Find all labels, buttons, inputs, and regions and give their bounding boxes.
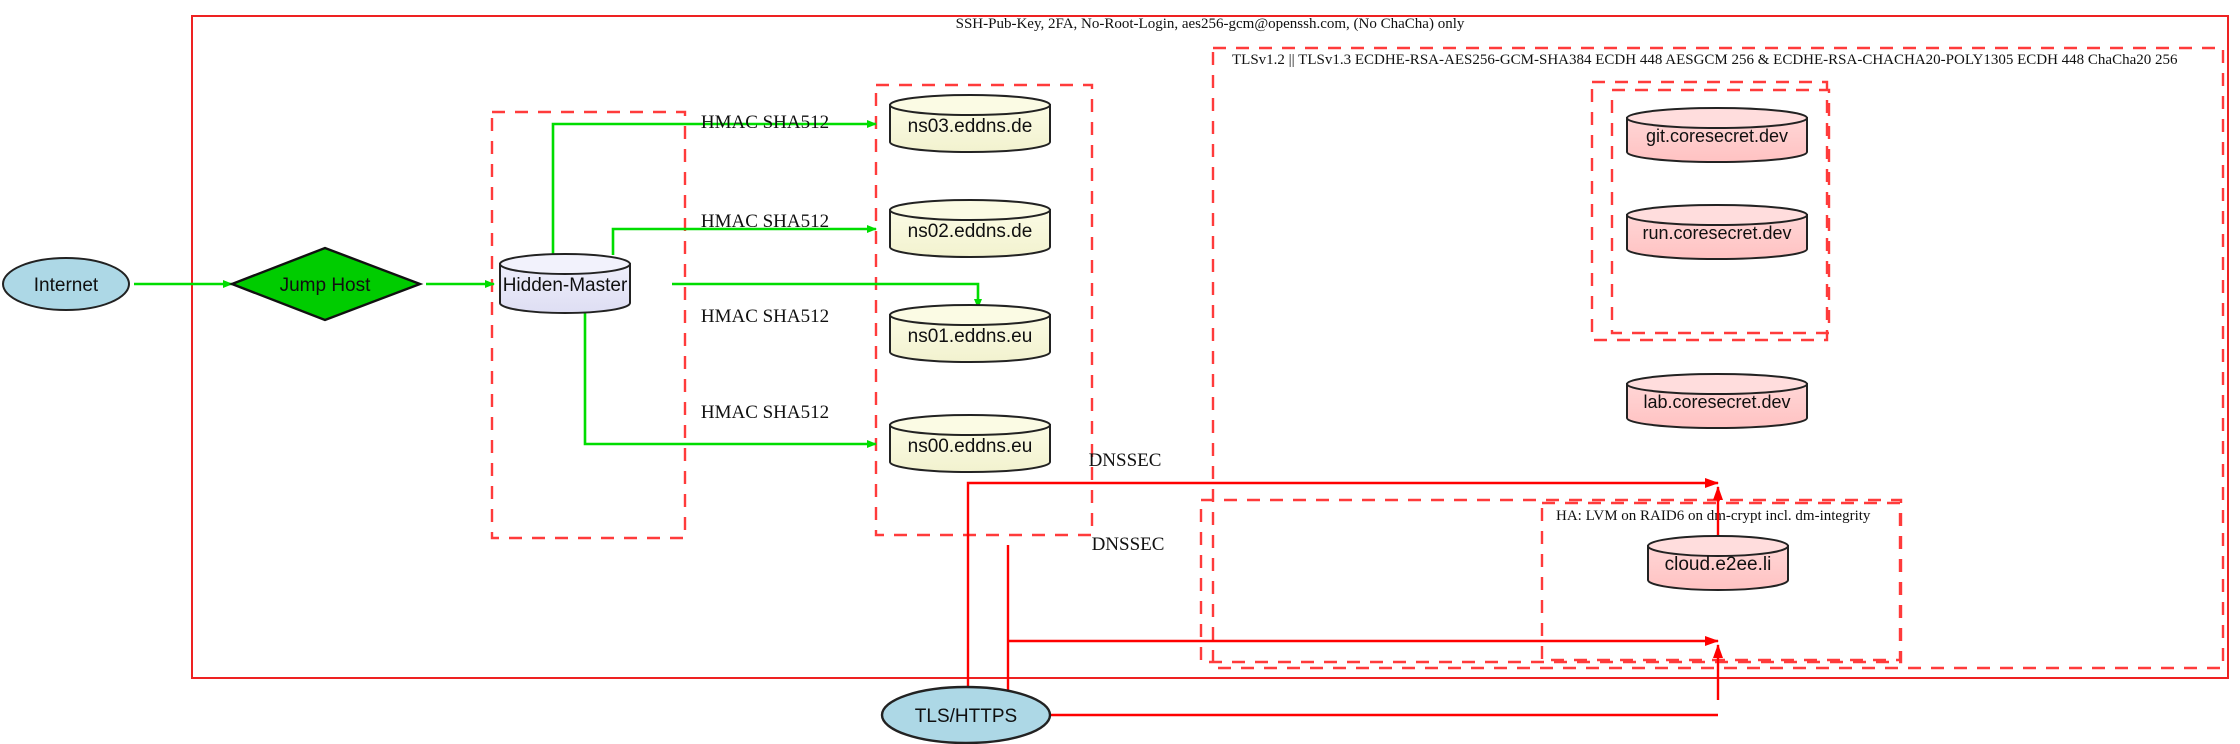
cluster-hidden-master: [874, 83, 1094, 537]
edge-label-hmac-ns02: HMAC SHA512: [701, 211, 829, 232]
node-lab-coresecret[interactable]: lab.coresecret.dev: [1626, 373, 1808, 429]
node-ns02[interactable]: ns02.eddns.de: [889, 199, 1051, 258]
cluster-tls-policy: TLSv1.2 || TLSv1.3 ECDHE-RSA-AES256-GCM-…: [1211, 46, 2225, 670]
edge-dnssec-lower: DNSSEC: [1006, 534, 1165, 713]
cluster-ha-storage: HA: LVM on RAID6 on dm-crypt incl. dm-in…: [1540, 501, 1902, 662]
node-internet-label: Internet: [34, 275, 99, 296]
edge-label-hmac-ns03: HMAC SHA512: [701, 112, 829, 133]
edge-hiddenmaster-to-ns01: HMAC SHA512: [672, 282, 982, 327]
cluster-dns-primary: [490, 110, 687, 540]
edge-label-dnssec-upper: DNSSEC: [1089, 450, 1162, 471]
cluster-ssh-label: SSH-Pub-Key, 2FA, No-Root-Login, aes256-…: [956, 16, 1465, 32]
edge-hiddenmaster-to-ns02: HMAC SHA512: [611, 211, 877, 255]
node-jump-host[interactable]: Jump Host: [228, 246, 424, 322]
edge-label-dnssec-lower: DNSSEC: [1092, 534, 1165, 555]
edge-hiddenmaster-to-ns03: HMAC SHA512: [551, 112, 877, 255]
cluster-ha-storage-label: HA: LVM on RAID6 on dm-crypt incl. dm-in…: [1556, 508, 1871, 524]
node-ns00-label: ns00.eddns.eu: [908, 436, 1033, 457]
node-run-coresecret[interactable]: run.coresecret.dev: [1626, 204, 1808, 260]
cluster-lab-zone: [1199, 498, 1903, 664]
node-ns03[interactable]: ns03.eddns.de: [889, 94, 1051, 153]
node-jump-host-label: Jump Host: [280, 275, 372, 296]
edge-hiddenmaster-to-ns00: HMAC SHA512: [583, 313, 877, 448]
edge-tls-to-lab-zone: [1008, 636, 1723, 700]
node-cloud-e2ee-label: cloud.e2ee.li: [1665, 554, 1772, 575]
node-ns01-label: ns01.eddns.eu: [908, 326, 1033, 347]
node-run-coresecret-label: run.coresecret.dev: [1642, 223, 1791, 243]
node-lab-coresecret-label: lab.coresecret.dev: [1643, 392, 1790, 412]
node-git-coresecret[interactable]: git.coresecret.dev: [1626, 107, 1808, 163]
node-hidden-master[interactable]: Hidden-Master: [499, 253, 631, 314]
node-ns00[interactable]: ns00.eddns.eu: [889, 414, 1051, 473]
node-tls-https[interactable]: TLS/HTTPS: [880, 685, 1052, 744]
edge-label-hmac-ns01: HMAC SHA512: [701, 306, 829, 327]
node-ns02-label: ns02.eddns.de: [908, 221, 1033, 242]
node-hidden-master-label: Hidden-Master: [503, 275, 628, 296]
node-ns01[interactable]: ns01.eddns.eu: [889, 304, 1051, 363]
edge-dnssec-upper: DNSSEC: [966, 450, 1719, 715]
node-cloud-e2ee[interactable]: cloud.e2ee.li: [1647, 535, 1789, 591]
cluster-ssh-boundary: SSH-Pub-Key, 2FA, No-Root-Login, aes256-…: [191, 15, 2229, 679]
cluster-coresecret-outer: [1590, 80, 1829, 342]
node-ns03-label: ns03.eddns.de: [908, 116, 1033, 137]
node-tls-https-label: TLS/HTTPS: [915, 706, 1017, 727]
node-internet[interactable]: Internet: [2, 257, 130, 311]
edge-label-hmac-ns00: HMAC SHA512: [701, 402, 829, 423]
node-git-coresecret-label: git.coresecret.dev: [1646, 126, 1788, 146]
cluster-tls-policy-label: TLSv1.2 || TLSv1.3 ECDHE-RSA-AES256-GCM-…: [1232, 52, 2178, 68]
